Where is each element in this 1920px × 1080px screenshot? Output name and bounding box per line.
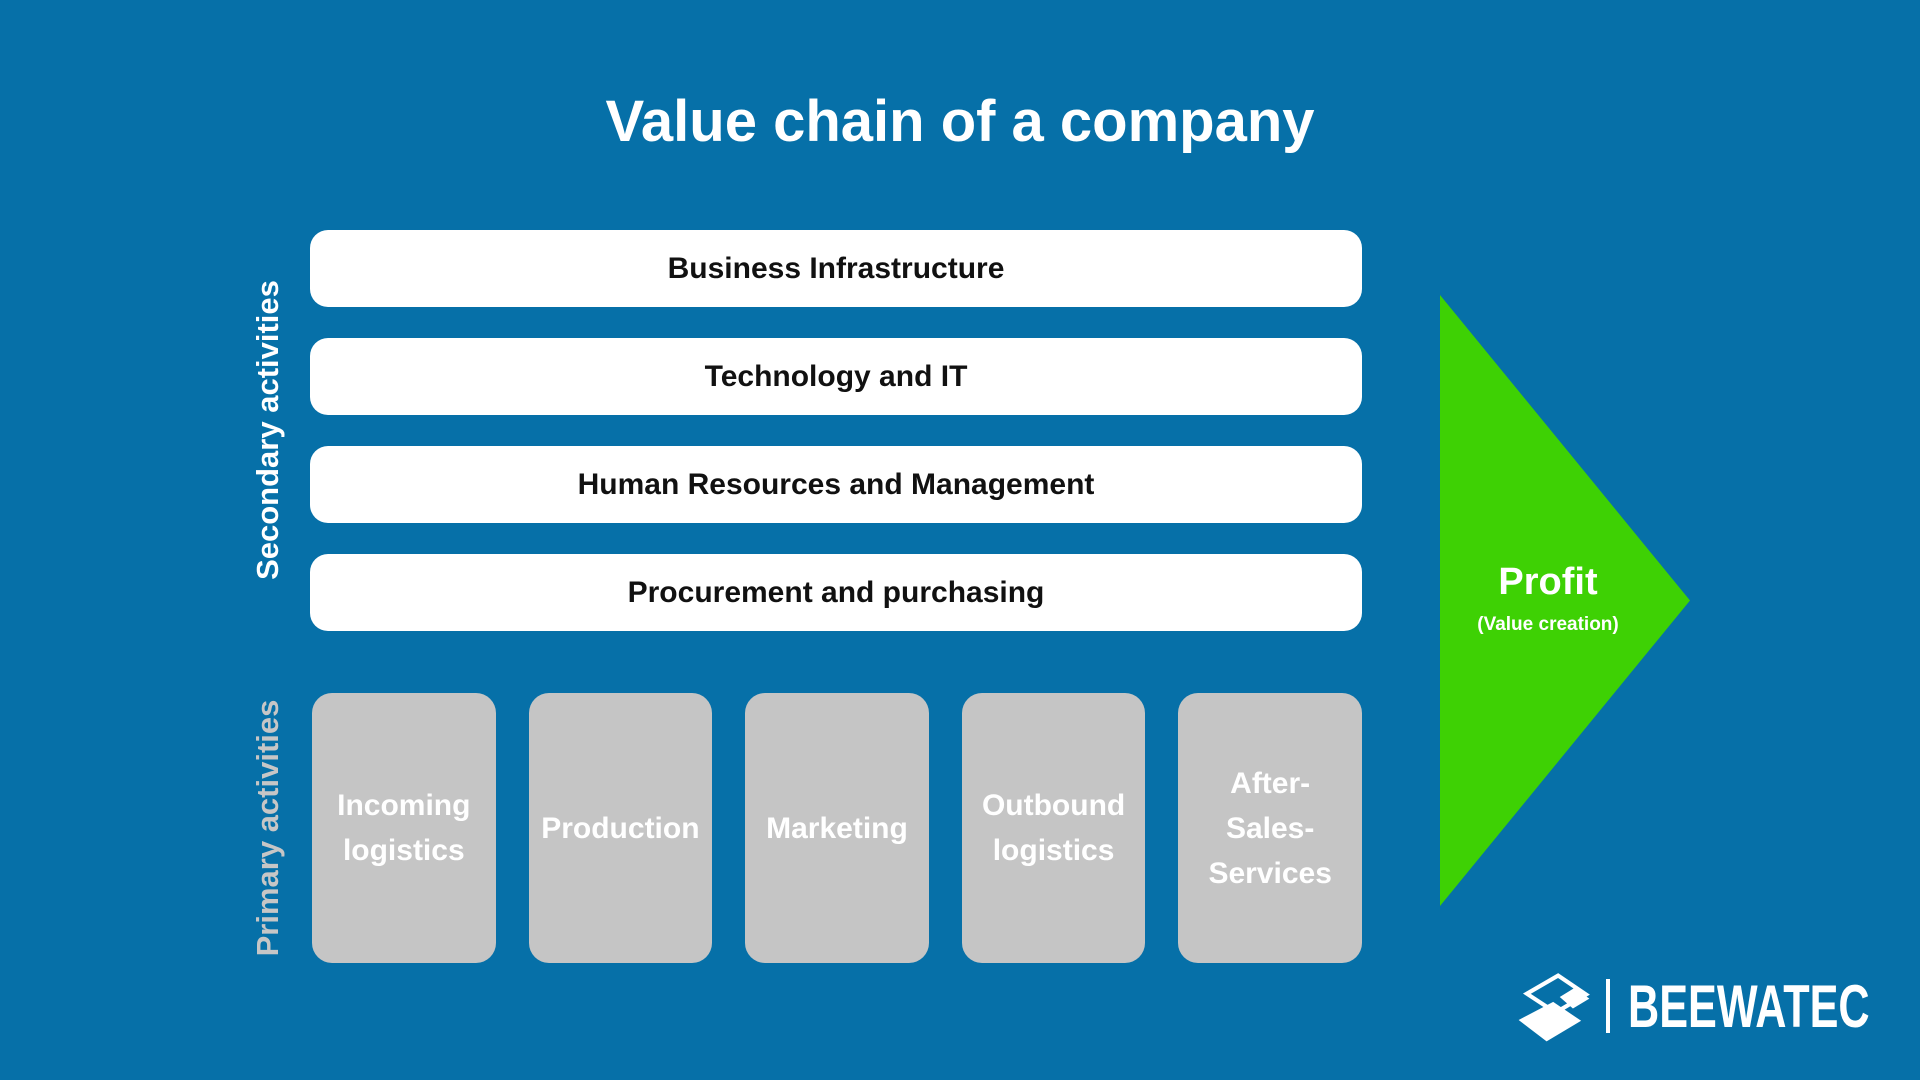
beewatec-panels-icon	[1518, 973, 1590, 1042]
secondary-bar-technology-it: Technology and IT	[310, 338, 1362, 415]
box-label: Production	[541, 811, 700, 845]
secondary-bar-business-infrastructure: Business Infrastructure	[310, 230, 1362, 307]
primary-box-production: Production	[528, 693, 713, 963]
bar-label: Human Resources and Management	[577, 467, 1095, 501]
box-label: After- Sales- Services	[1208, 766, 1332, 890]
primary-activities-label: Primary activities	[250, 699, 285, 957]
value-creation-label: (Value creation)	[1477, 613, 1619, 635]
secondary-activities-label: Secondary activities	[250, 280, 285, 580]
secondary-bar-human-resources: Human Resources and Management	[310, 446, 1362, 523]
box-label: Incoming logistics	[337, 789, 471, 867]
bar-label: Business Infrastructure	[667, 251, 1005, 285]
profit-arrow-icon	[1440, 295, 1690, 906]
profit-label: Profit	[1498, 561, 1598, 603]
profit-label-group: Profit (Value creation)	[1440, 561, 1656, 636]
primary-activities-group: Incoming logistics Production Marketing …	[312, 693, 1362, 963]
primary-box-marketing: Marketing	[745, 693, 929, 963]
primary-box-incoming-logistics: Incoming logistics	[312, 693, 496, 963]
primary-box-after-sales-services: After- Sales- Services	[1178, 693, 1362, 963]
bar-label: Technology and IT	[704, 359, 968, 393]
bar-label: Procurement and purchasing	[627, 575, 1045, 609]
primary-box-outbound-logistics: Outbound logistics	[961, 693, 1146, 963]
page-title: Value chain of a company	[605, 89, 1315, 154]
beewatec-logo: BEEWATEC	[1518, 968, 1920, 1044]
box-label: Outbound logistics	[981, 789, 1126, 867]
logo-wordmark: BEEWATEC	[1628, 972, 1870, 1040]
box-label: Marketing	[766, 811, 908, 845]
secondary-bar-procurement: Procurement and purchasing	[310, 554, 1362, 631]
logo-separator	[1606, 979, 1610, 1033]
